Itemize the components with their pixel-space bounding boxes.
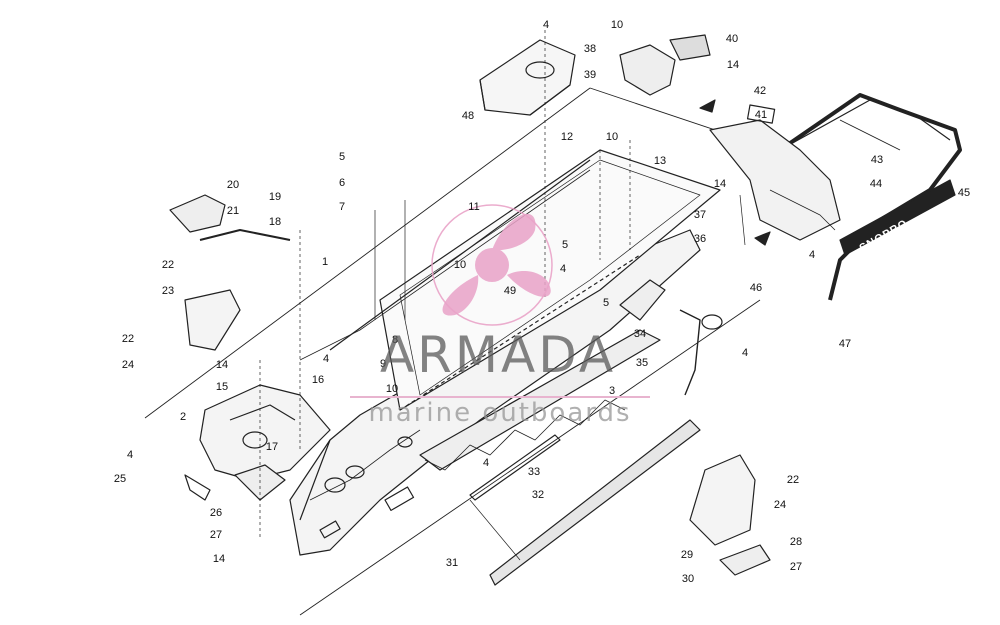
callout-4: 4 [127, 449, 133, 461]
callout-40: 40 [726, 33, 738, 45]
callout-4: 4 [809, 249, 815, 261]
footrest-bracket [169, 194, 291, 351]
callout-36: 36 [694, 233, 706, 245]
callout-8: 8 [392, 334, 398, 346]
callout-5: 5 [603, 297, 609, 309]
callout-18: 18 [269, 216, 281, 228]
callout-47: 47 [839, 338, 851, 350]
callout-27: 27 [210, 529, 222, 541]
callout-22: 22 [787, 474, 799, 486]
slide-rails [419, 329, 701, 586]
bulkhead-plate [184, 384, 331, 501]
callout-4: 4 [483, 457, 489, 469]
callout-14: 14 [213, 553, 225, 565]
callout-16: 16 [312, 374, 324, 386]
callout-22: 22 [162, 259, 174, 271]
callout-24: 24 [774, 499, 786, 511]
callout-5: 5 [339, 151, 345, 163]
watermark-title: ARMADA [379, 326, 617, 384]
callout-14: 14 [727, 59, 739, 71]
callout-38: 38 [584, 43, 596, 55]
callout-21: 21 [227, 205, 239, 217]
callout-31: 31 [446, 557, 458, 569]
arrow-marker [699, 99, 716, 113]
callout-25: 25 [114, 473, 126, 485]
callout-4: 4 [742, 347, 748, 359]
callout-4: 4 [323, 353, 329, 365]
callout-30: 30 [682, 573, 694, 585]
callout-49: 49 [504, 285, 516, 297]
callout-3: 3 [609, 385, 615, 397]
callout-41: 41 [755, 109, 767, 121]
callout-45: 45 [958, 187, 970, 199]
callout-37: 37 [694, 209, 706, 221]
propeller-icon [442, 213, 551, 316]
callout-14: 14 [714, 178, 726, 190]
propeller-outline [431, 204, 553, 326]
rear-bumper [778, 93, 962, 301]
callout-32: 32 [532, 489, 544, 501]
callout-7: 7 [339, 201, 345, 213]
seat-cushion [479, 39, 576, 116]
callout-11: 11 [468, 201, 479, 213]
callout-6: 6 [339, 177, 345, 189]
callout-35: 35 [636, 357, 648, 369]
callout-39: 39 [584, 69, 596, 81]
callout-43: 43 [871, 154, 883, 166]
callout-10: 10 [611, 19, 623, 31]
leader-lines [259, 30, 746, 561]
callout-10: 10 [454, 259, 466, 271]
callout-26: 26 [210, 507, 222, 519]
rear-bracket [619, 34, 711, 96]
callout-10: 10 [606, 131, 618, 143]
callout-24: 24 [122, 359, 134, 371]
hitch-bracket [619, 279, 723, 396]
callout-13: 13 [654, 155, 666, 167]
callout-27: 27 [790, 561, 802, 573]
callout-4: 4 [543, 19, 549, 31]
callout-33: 33 [528, 466, 540, 478]
callout-29: 29 [681, 549, 693, 561]
arrow-marker [754, 231, 771, 246]
callout-44: 44 [870, 178, 882, 190]
watermark-rule [350, 396, 650, 398]
callout-20: 20 [227, 179, 239, 191]
callout-46: 46 [750, 282, 762, 294]
callout-4: 4 [560, 263, 566, 275]
callout-22: 22 [122, 333, 134, 345]
callout-14: 14 [216, 359, 228, 371]
callout-23: 23 [162, 285, 174, 297]
callout-19: 19 [269, 191, 281, 203]
callout-1: 1 [322, 256, 328, 268]
callout-34: 34 [634, 328, 646, 340]
callout-15: 15 [216, 381, 228, 393]
callout-12: 12 [561, 131, 573, 143]
callout-28: 28 [790, 536, 802, 548]
snowflap [709, 104, 841, 241]
callout-5: 5 [562, 239, 568, 251]
callout-9: 9 [380, 358, 386, 370]
callout-42: 42 [754, 85, 766, 97]
callout-2: 2 [180, 411, 186, 423]
callout-10: 10 [386, 383, 398, 395]
callout-17: 17 [266, 441, 278, 453]
watermark-subtitle: marine outboards [368, 398, 632, 428]
callout-48: 48 [462, 110, 474, 122]
